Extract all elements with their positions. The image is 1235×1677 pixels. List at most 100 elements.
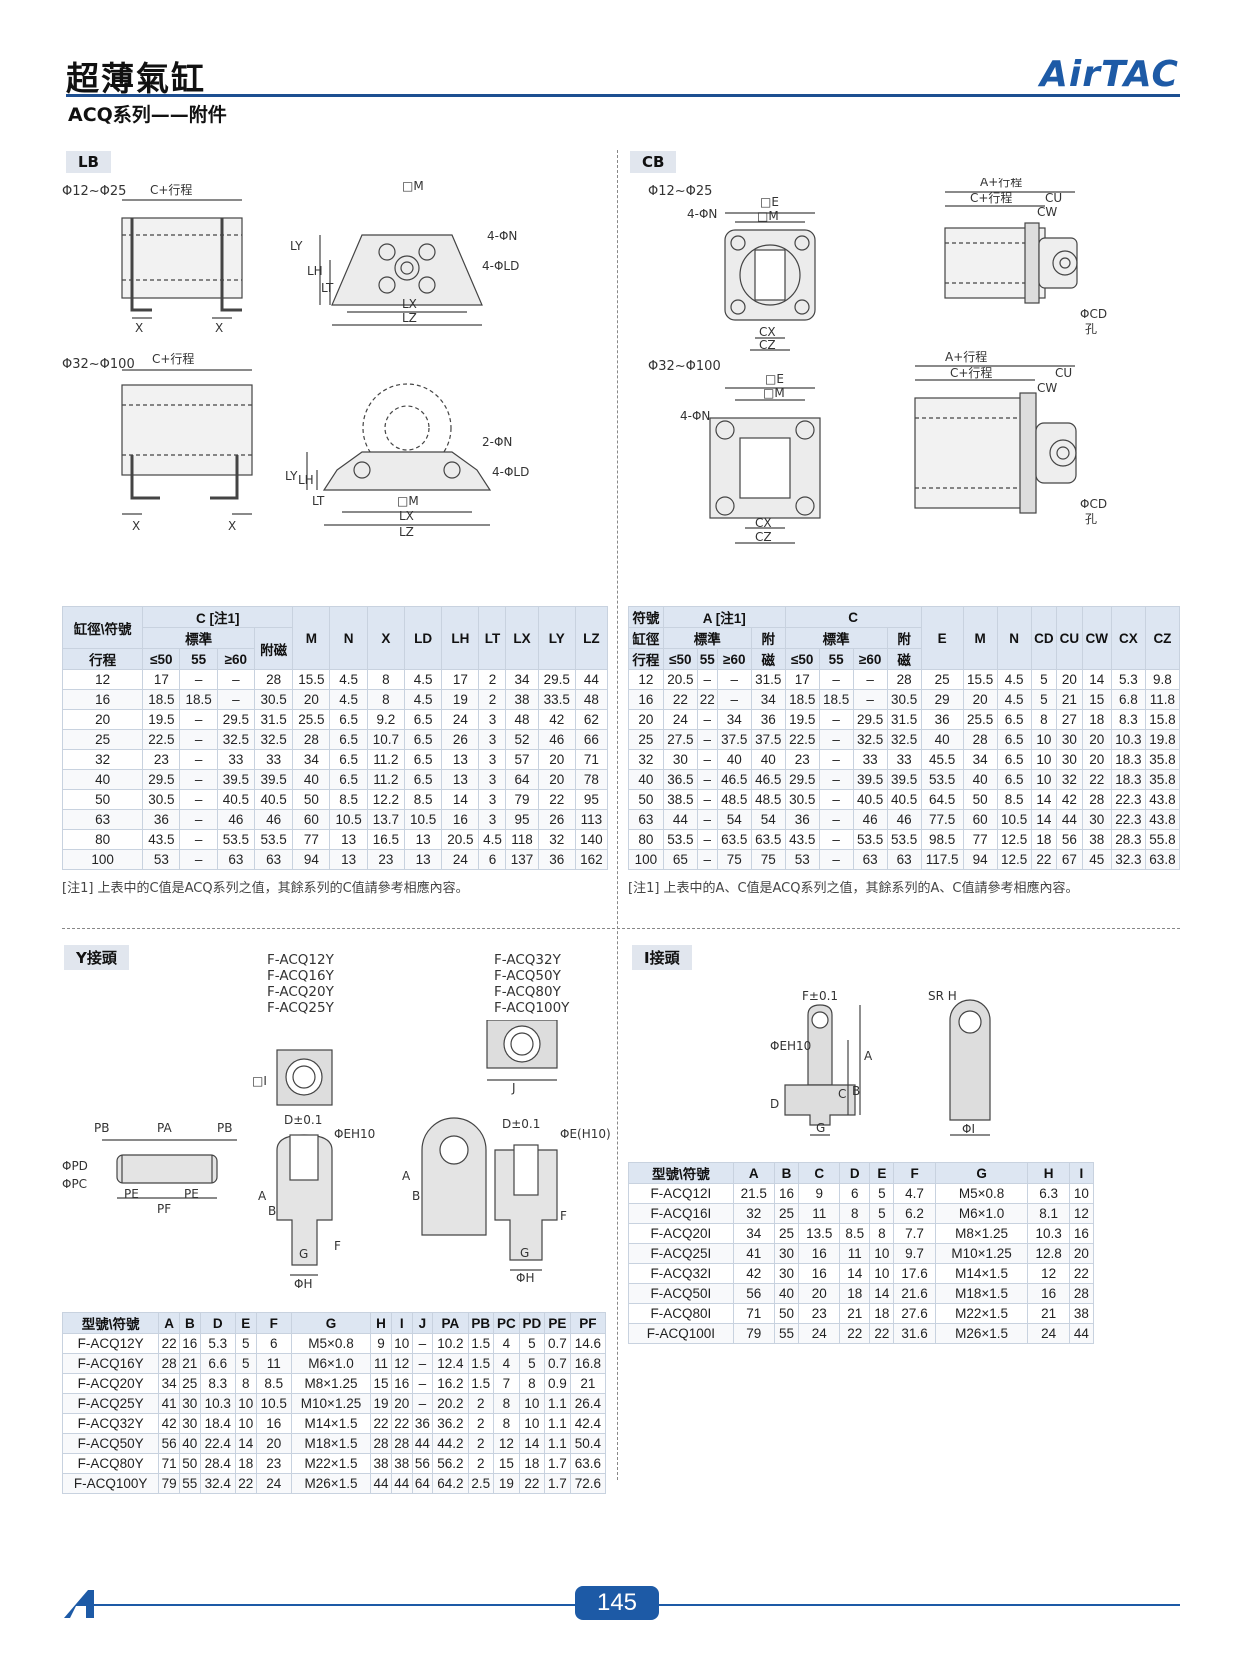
table-cell: 20 <box>61 709 144 730</box>
table-cell: – <box>179 669 218 690</box>
table-cell: F-ACQ12Y <box>61 1333 160 1354</box>
table-cell: 30.5 <box>784 789 820 810</box>
table-cell: 7 <box>493 1373 520 1394</box>
table-cell: – <box>696 709 718 730</box>
table-cell: 60 <box>962 809 998 830</box>
table-cell: 18 <box>1081 709 1112 730</box>
table-cell: 25.5 <box>292 709 331 730</box>
table-cell: 44 <box>370 1473 392 1494</box>
dimension-label: G <box>520 1246 529 1260</box>
dimension-label: B <box>412 1189 420 1203</box>
dimension-label: 孔 <box>1085 322 1097 336</box>
table-cell: 63 <box>61 809 144 830</box>
table-cell: 98.5 <box>920 829 964 850</box>
table-cell: 22 <box>234 1473 257 1494</box>
table-cell: 42 <box>732 1263 775 1284</box>
table-cell: 54 <box>716 809 752 830</box>
table-cell: – <box>411 1333 434 1354</box>
table-cell: 9 <box>370 1333 392 1354</box>
table-cell: 36.2 <box>432 1413 469 1434</box>
table-cell: 19 <box>370 1393 392 1414</box>
table-cell: 55 <box>178 1473 201 1494</box>
table-cell: 6 <box>839 1183 871 1204</box>
table-cell: 8 <box>366 669 405 690</box>
table-cell: 16 <box>1068 1223 1095 1244</box>
table-cell: 31.6 <box>893 1323 936 1344</box>
table-cell: 8.5 <box>403 789 443 810</box>
table-cell: – <box>216 689 255 710</box>
table-cell: 5 <box>234 1353 257 1374</box>
table-cell: – <box>696 829 718 850</box>
y-drawing: □I J PB PA PB PE PE PF ΦPD ΦPC D±0.1 ΦEH… <box>62 1020 611 1291</box>
cb-range-large: Φ32~Φ100 <box>648 359 721 374</box>
table-cell: 23 <box>784 749 820 770</box>
table-cell: – <box>179 789 218 810</box>
table-cell: 11 <box>255 1353 292 1374</box>
table-cell: 10.3 <box>1027 1223 1070 1244</box>
table-cell: 77 <box>292 829 331 850</box>
table-cell: 63.8 <box>1144 849 1181 870</box>
table-cell: 1.1 <box>544 1413 571 1434</box>
table-cell: 6.5 <box>329 709 368 730</box>
table-cell: 5 <box>1030 669 1058 690</box>
table-cell: 18.3 <box>1110 749 1146 770</box>
column-header: A <box>158 1312 180 1334</box>
table-cell: 24 <box>255 1473 292 1494</box>
table-cell: 63 <box>216 849 255 870</box>
table-cell: – <box>696 749 718 770</box>
cb-table-note: [注1] 上表中的A、C值是ACQ系列之值，其餘系列的A、C值請參考相應內容。 <box>628 881 1079 896</box>
table-cell: 40 <box>61 769 144 790</box>
table-cell: 12.8 <box>1027 1243 1070 1264</box>
table-cell: 40 <box>292 769 331 790</box>
table-cell: 14 <box>1030 809 1058 830</box>
table-cell: 8.3 <box>1110 709 1146 730</box>
table-cell: 23 <box>255 1453 292 1474</box>
table-cell: 16 <box>798 1243 841 1264</box>
table-cell: 12.4 <box>432 1353 469 1374</box>
table-cell: 14 <box>441 789 480 810</box>
table-cell: M8×1.25 <box>290 1373 372 1394</box>
dimension-label: CX <box>755 516 772 530</box>
table-cell: 33 <box>216 749 255 770</box>
table-cell: 44 <box>662 809 698 830</box>
dimension-label: 4-ΦLD <box>482 259 519 273</box>
table-cell: 6.5 <box>403 709 443 730</box>
table-cell: – <box>852 689 888 710</box>
table-cell: – <box>696 729 718 750</box>
table-cell: 13 <box>403 829 443 850</box>
table-cell: 8 <box>869 1223 895 1244</box>
table-cell: 20.5 <box>441 829 480 850</box>
table-cell: 44 <box>1068 1323 1095 1344</box>
table-cell: – <box>716 689 752 710</box>
table-cell: 18 <box>518 1453 546 1474</box>
column-header: A <box>732 1162 775 1184</box>
table-cell: 40.5 <box>216 789 255 810</box>
column-header: B <box>773 1162 800 1184</box>
table-cell: 6.6 <box>199 1353 236 1374</box>
column-header: 型號\符號 <box>61 1312 160 1334</box>
table-cell: 43.8 <box>1144 809 1181 830</box>
table-cell: – <box>696 669 718 690</box>
table-cell: 8 <box>366 689 405 710</box>
table-cell: 6.5 <box>996 769 1032 790</box>
dimension-label: □I <box>252 1074 267 1088</box>
table-cell: 6.5 <box>329 749 368 770</box>
table-cell: 1.5 <box>467 1333 495 1354</box>
table-cell: 10 <box>518 1393 546 1414</box>
dimension-label: ΦE(H10) <box>560 1127 611 1141</box>
table-cell: 10.3 <box>1110 729 1146 750</box>
column-header: J <box>411 1312 434 1334</box>
dimension-label: □M <box>763 386 785 400</box>
table-cell: 56 <box>732 1283 775 1304</box>
table-cell: 31.5 <box>750 669 786 690</box>
table-cell: 1.1 <box>544 1393 571 1414</box>
dimension-label: CX <box>759 325 776 339</box>
table-cell: 25 <box>628 729 664 750</box>
table-cell: 6 <box>255 1333 292 1354</box>
table-cell: M26×1.5 <box>934 1323 1029 1344</box>
table-cell: 56 <box>158 1433 180 1454</box>
